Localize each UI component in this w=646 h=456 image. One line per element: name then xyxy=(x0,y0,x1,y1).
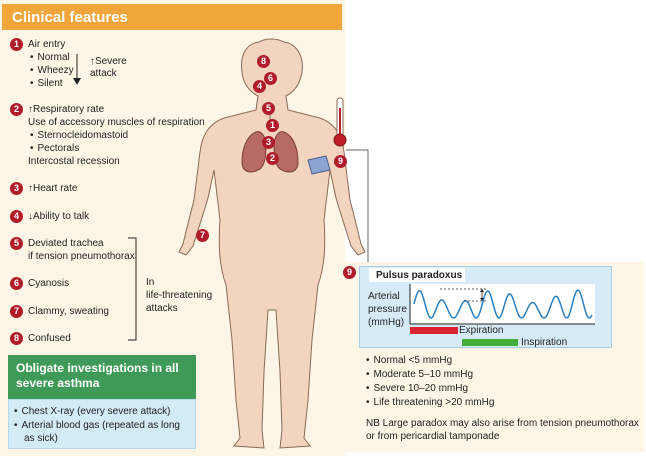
pulsus-arrow-down xyxy=(480,298,484,301)
body-marker-9: 9 xyxy=(334,155,347,168)
pulsus-marker-9: 9 xyxy=(343,266,356,279)
marker-4: 4 xyxy=(10,210,23,223)
obligate-title-line-2: severe asthma xyxy=(16,376,100,390)
obligate-item-2: Arterial blood gas (repeated as long xyxy=(14,420,180,432)
obligate-item-1: Chest X-ray (every severe attack) xyxy=(14,406,171,418)
marker-3: 3 xyxy=(10,182,23,195)
inspiration-bar xyxy=(462,339,518,346)
obligate-item-2-cont: as sick) xyxy=(24,433,58,444)
pulsus-range-3: Severe 10–20 mmHg xyxy=(366,383,469,395)
item-2-label: ↑Respiratory rate xyxy=(28,104,105,115)
body-marker-2: 2 xyxy=(266,152,279,165)
pulsus-connector xyxy=(346,149,369,262)
body-marker-8: 8 xyxy=(257,55,270,68)
inspiration-label: Inspiration xyxy=(521,337,568,348)
item-3-label: ↑Heart rate xyxy=(28,183,78,194)
obligate-investigations-header: Obligate investigations in all severe as… xyxy=(8,355,196,399)
thermometer-mercury xyxy=(339,108,341,138)
item-2-sub-1: Sternocleidomastoid xyxy=(30,130,129,142)
item-1-label: Air entry xyxy=(28,39,66,50)
human-figure xyxy=(178,38,366,449)
item-4-label: ↓Ability to talk xyxy=(28,211,90,222)
item-6-label: Cyanosis xyxy=(28,278,70,289)
life-threatening-line-3: attacks xyxy=(146,303,178,314)
bp-cuff xyxy=(307,155,331,175)
pulsus-arrow-up xyxy=(480,289,484,292)
marker-1: 1 xyxy=(10,38,23,51)
pulsus-title: Pulsus paradoxus xyxy=(376,270,463,281)
body-outline xyxy=(178,38,366,449)
life-threatening-line-2: life-threatening xyxy=(146,290,213,301)
item-5-line2: if tension pneumothorax xyxy=(28,251,135,262)
pulsus-range-4: Life threatening >20 mmHg xyxy=(366,397,495,409)
marker-8: 8 xyxy=(10,332,23,345)
item-5-label: Deviated trachea xyxy=(28,238,104,249)
life-threatening-bracket xyxy=(128,237,137,341)
marker-6: 6 xyxy=(10,277,23,290)
obligate-title-line-1: Obligate investigations in all xyxy=(16,361,179,375)
marker-2: 2 xyxy=(10,103,23,116)
expiration-label: Expiration xyxy=(459,325,504,336)
clinical-features-header: Clinical features xyxy=(2,4,342,30)
pulsus-note-line-1: NB Large paradox may also arise from ten… xyxy=(366,418,639,429)
expiration-bar xyxy=(410,327,458,334)
pulsus-range-1: Normal <5 mmHg xyxy=(366,355,453,367)
severe-attack-label: ↑Severe xyxy=(90,56,127,67)
item-8-label: Confused xyxy=(28,333,71,344)
pulsus-range-2: Moderate 5–10 mmHg xyxy=(366,369,474,381)
item-2-line3: Intercostal recession xyxy=(28,156,120,167)
life-threatening-line-1: In xyxy=(146,277,155,288)
pulsus-plot-area xyxy=(410,284,595,324)
body-marker-3: 3 xyxy=(262,136,275,149)
body-marker-7: 7 xyxy=(196,229,209,242)
marker-7: 7 xyxy=(10,305,23,318)
pulsus-waveform xyxy=(413,289,593,319)
right-lung xyxy=(273,131,299,173)
pulsus-title-bg xyxy=(369,268,465,282)
item-1-sub-3: Silent xyxy=(30,78,63,90)
marker-5: 5 xyxy=(10,237,23,250)
pulsus-ylabel-1: Arterial xyxy=(368,291,400,302)
severe-arrow-head xyxy=(73,78,81,85)
body-marker-4: 4 xyxy=(253,80,266,93)
body-marker-6: 6 xyxy=(264,72,277,85)
pulsus-ylabel-3: (mmHg) xyxy=(368,317,405,328)
body-marker-1: 1 xyxy=(266,119,279,132)
thermometer-bulb xyxy=(333,133,347,147)
pulsus-note-line-2: or from pericardial tamponade xyxy=(366,431,500,442)
item-1-sub-1: Normal xyxy=(30,52,70,64)
severe-attack-label-2: attack xyxy=(90,68,117,79)
body-marker-5: 5 xyxy=(262,102,275,115)
item-2-sub-2: Pectorals xyxy=(30,143,80,155)
item-2-line2: Use of accessory muscles of respiration xyxy=(28,117,205,128)
item-7-label: Clammy, sweating xyxy=(28,306,109,317)
item-1-sub-2: Wheezy xyxy=(30,65,74,77)
pulsus-ylabel-2: pressure xyxy=(368,304,407,315)
